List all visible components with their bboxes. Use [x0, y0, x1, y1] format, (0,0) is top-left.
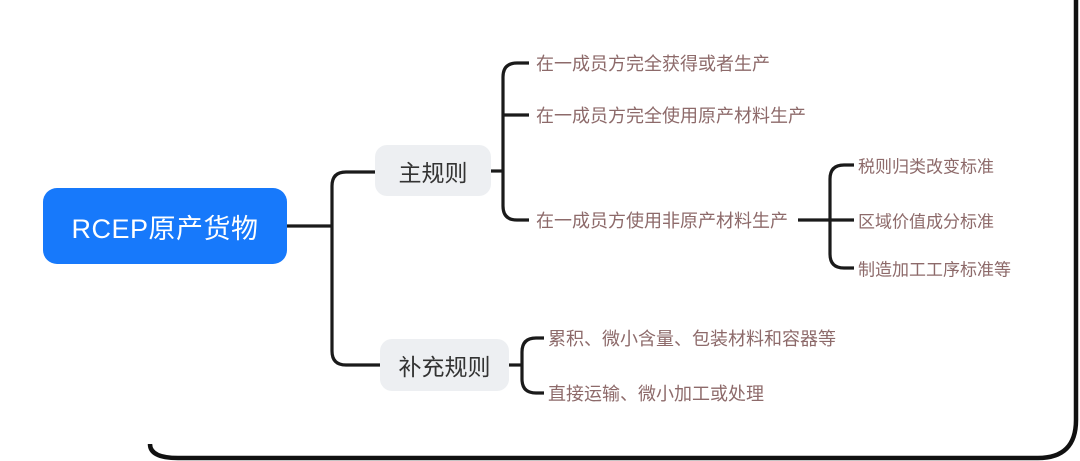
leaf-node-tariff-classification-change[interactable]: 税则归类改变标准 [858, 157, 994, 177]
leaf-node-accumulation-deminimis-packing[interactable]: 累积、微小含量、包装材料和容器等 [548, 329, 836, 349]
leaf-node-non-originating-materials[interactable]: 在一成员方使用非原产材料生产 [536, 211, 788, 231]
leaf-node-processing-operation-standard[interactable]: 制造加工工序标准等 [858, 260, 1011, 280]
leaf-node-direct-transport-minimal-processing[interactable]: 直接运输、微小加工或处理 [548, 384, 764, 404]
leaf-node-wholly-obtained[interactable]: 在一成员方完全获得或者生产 [536, 54, 770, 74]
root-node[interactable]: RCEP原产货物 [43, 188, 287, 264]
branch-node-supplementary-rules[interactable]: 补充规则 [380, 339, 509, 391]
leaf-node-regional-value-content[interactable]: 区域价值成分标准 [858, 212, 994, 232]
leaf-node-originating-materials[interactable]: 在一成员方完全使用原产材料生产 [536, 106, 806, 126]
branch-node-main-rules[interactable]: 主规则 [375, 145, 491, 196]
